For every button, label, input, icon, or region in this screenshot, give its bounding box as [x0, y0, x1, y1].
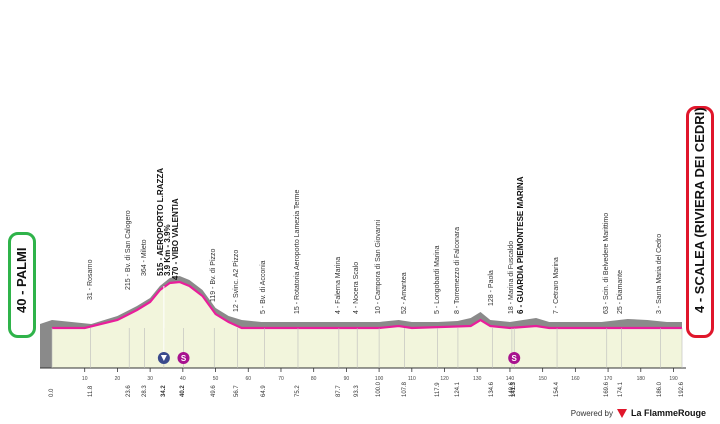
km-label: 64.9 — [261, 385, 268, 397]
powered-by-text: Powered by — [570, 408, 613, 418]
waypoint-label: 215 - Bv. di San Calogero — [125, 210, 133, 290]
km-label: 169.6 — [603, 381, 610, 397]
waypoint-label: 18 - Marina di Fuscaldo — [507, 240, 515, 314]
waypoint-label: 4 - Nocera Scalo — [353, 261, 361, 314]
km-label: 75.2 — [294, 385, 301, 397]
finish-label: 4 - SCALEA (RIVIERA DEI CEDRI) — [692, 107, 707, 313]
km-label: 93.3 — [354, 385, 361, 397]
km-label: 40.2 — [180, 385, 187, 397]
scale-tick-label: 50 — [213, 376, 219, 382]
km-label: 117.9 — [434, 382, 441, 397]
scale-tick-label: 100 — [375, 376, 384, 382]
waypoint-label: 15 - Rotatoria Aeroporto Lamezia Terme — [293, 189, 301, 314]
brand-name: La FlammeRouge — [630, 408, 706, 418]
waypoint-label: 25 - Diamante — [617, 270, 625, 314]
waypoint-label: 364 - Mileto — [140, 239, 148, 276]
km-label: 28.3 — [141, 385, 148, 397]
sprint-marker-letter: S — [181, 354, 187, 363]
waypoint-label: 4 - Falerna Marina — [334, 256, 342, 314]
km-label: 154.4 — [554, 381, 561, 397]
start-label: 40 - PALMI — [14, 247, 29, 314]
km-label: 100.0 — [376, 381, 383, 397]
elevation-profile-line — [52, 280, 682, 330]
km-label: 0.0 — [49, 388, 55, 397]
scale-tick-label: 140 — [506, 376, 515, 382]
flamme-rouge-logo-icon — [616, 408, 627, 418]
waypoint-label: 7 - Cetraro Marina — [553, 257, 561, 314]
profile-base-fill — [52, 282, 682, 368]
scale-tick-label: 90 — [344, 376, 350, 382]
km-label: 56.7 — [234, 385, 241, 397]
km-label: 11.8 — [87, 385, 94, 397]
km-label: 107.8 — [401, 381, 408, 397]
scale-tick-label: 70 — [278, 376, 284, 382]
powered-by-footer: Powered by La FlammeRouge — [571, 408, 706, 418]
waypoint-label: 8 - Torremezzo di Falconara — [453, 226, 461, 314]
km-label: 87.7 — [335, 385, 342, 397]
scale-tick-label: 190 — [669, 376, 678, 382]
km-label: 141.3 — [511, 381, 518, 397]
waypoint-label: 63 - Scin. di Belvedere Marittimo — [602, 212, 610, 314]
sprint-marker-icon — [508, 352, 521, 364]
km-label: 124.1 — [454, 381, 461, 397]
waypoint-label: 12 - Svinc. A2 Pizzo — [233, 249, 241, 312]
scale-tick-label: 20 — [115, 376, 121, 382]
sprint-marker-letter: S — [512, 354, 518, 363]
scale-tick-label: 150 — [538, 376, 547, 382]
waypoint-label: 5 - Longobardi Marina — [433, 245, 441, 315]
waypoint-label: 31 - Rosarno — [86, 259, 94, 300]
finish-badge: 4 - SCALEA (RIVIERA DEI CEDRI) — [686, 106, 714, 338]
waypoint-label: 128 - Paola — [488, 270, 496, 306]
scale-tick-label: 180 — [637, 376, 646, 382]
scale-tick-label: 40 — [180, 376, 186, 382]
scale-tick-label: 60 — [245, 376, 251, 382]
waypoint-label: 119 - Bv. di Pizzo — [210, 248, 218, 302]
waypoint-label: 3 - Santa Maria del Cedro — [656, 233, 664, 314]
scale-tick-label: 120 — [440, 376, 449, 382]
km-label: 23.6 — [126, 385, 133, 397]
scale-tick-label: 170 — [604, 376, 613, 382]
waypoint-label: 10 - Campora di San Giovanni — [375, 219, 383, 314]
km-label: 192.6 — [679, 381, 685, 397]
waypoint-label: 5 - Bv. di Acconia — [260, 260, 268, 314]
scale-tick-label: 10 — [82, 376, 88, 382]
scale-tick-label: 30 — [147, 376, 153, 382]
km-label: 49.6 — [211, 385, 218, 397]
km-label: 186.0 — [657, 381, 664, 397]
start-badge: 40 - PALMI — [8, 232, 36, 338]
scale-tick-label: 130 — [473, 376, 482, 382]
scale-tick-label: 160 — [571, 376, 580, 382]
waypoint-label: 6 - GUARDIA PIEMONTESE MARINA — [515, 176, 525, 315]
km-label: 134.6 — [489, 381, 496, 397]
kom-chevron-icon — [160, 355, 167, 361]
sprint-marker-icon — [177, 352, 190, 364]
scale-tick-label: 80 — [311, 376, 317, 382]
km-label: 174.1 — [618, 381, 625, 397]
waypoint-label: 52 - Amantea — [400, 272, 408, 314]
km-label: 34.2 — [160, 385, 167, 397]
waypoint-label: 470 - VIBO VALENTIA — [170, 198, 180, 280]
start-wall — [40, 320, 52, 368]
scale-tick-label: 110 — [408, 376, 416, 382]
